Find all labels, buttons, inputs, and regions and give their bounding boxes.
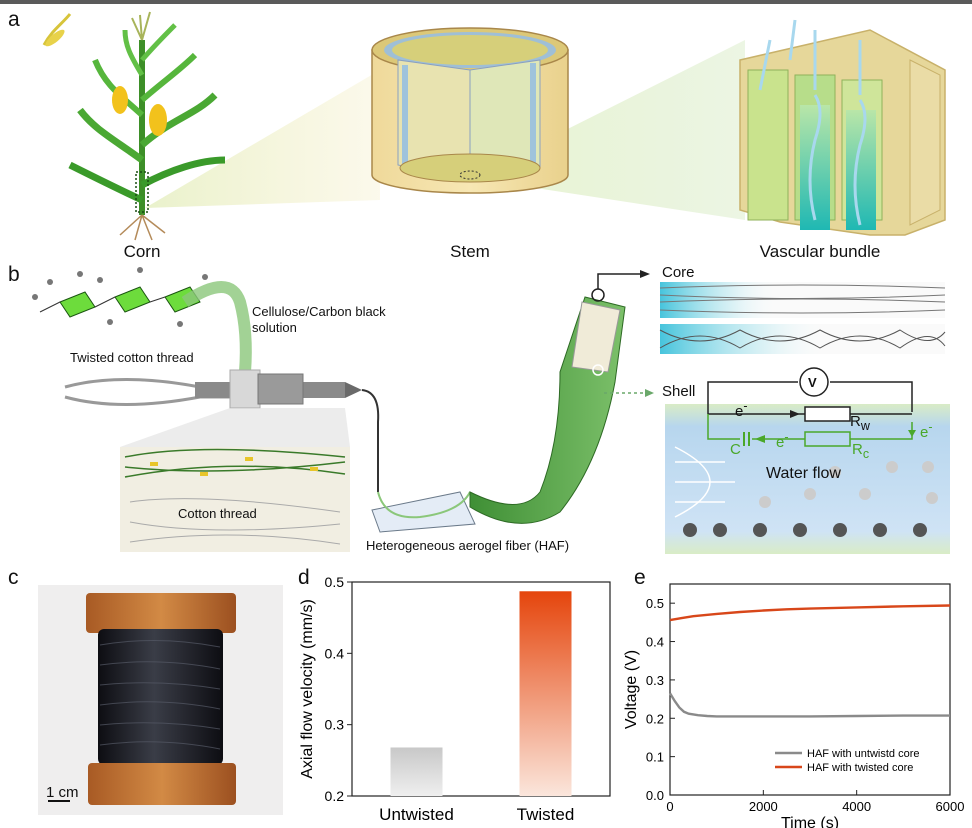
panel-a-illustration: [42, 11, 946, 241]
label-rc: Rc: [852, 441, 870, 461]
label-electron-top: e-: [735, 399, 748, 420]
label-electron-green: e-: [776, 430, 789, 451]
core-twisted-thread: [659, 324, 946, 354]
caption-corn: Corn: [123, 242, 161, 261]
scale-bar-label: 1 cm: [46, 784, 79, 801]
caption-vascular-bundle: Vascular bundle: [759, 242, 881, 261]
figure-top-bar: [0, 0, 972, 4]
y-tick-label: 0.2: [646, 711, 664, 726]
x-tick-label: 0: [666, 799, 673, 814]
voltmeter-symbol: V: [808, 375, 817, 390]
x-category-label: Twisted: [517, 805, 575, 824]
vascular-bundle-icon: [739, 19, 946, 236]
water-bath-tray: [371, 491, 476, 533]
solution-stream: [181, 281, 252, 373]
label-water-flow: Water flow: [766, 465, 841, 482]
y-tick-label: 0.5: [646, 596, 664, 611]
y-axis-label: Axial flow velocity (mm/s): [299, 599, 316, 779]
shell-circuit-diagram: [665, 367, 950, 554]
panel-b-label: b: [8, 263, 20, 286]
y-tick-label: 0.3: [325, 717, 345, 733]
label-rw: Rw: [850, 413, 870, 433]
y-tick-label: 0.4: [646, 635, 664, 650]
chart-d-frame: [351, 581, 611, 797]
label-capacitor: C: [730, 441, 741, 458]
core-untwisted-thread: [659, 282, 946, 318]
panel-a-label: a: [8, 8, 20, 31]
label-electron-right: e-: [920, 420, 933, 441]
y-tick-label: 0.3: [646, 673, 664, 688]
y-tick-label: 0.2: [325, 788, 345, 804]
caption-stem: Stem: [450, 242, 490, 261]
spool-bottom-flange: [88, 763, 236, 805]
label-twisted-cotton-thread: Twisted cotton thread: [70, 350, 194, 365]
bar-untwisted: [390, 747, 443, 796]
bar-twisted: [519, 591, 572, 796]
spool-top-flange: [86, 593, 236, 633]
coating-nozzle-icon: [195, 369, 380, 492]
series-line-1: [669, 604, 951, 622]
label-core: Core: [662, 264, 695, 281]
label-cotton-thread: Cotton thread: [178, 506, 257, 521]
y-tick-label: 0.5: [325, 574, 345, 590]
legend-label-1: HAF with twisted core: [807, 762, 913, 774]
y-tick-label: 0.1: [646, 750, 664, 765]
x-tick-label: 6000: [936, 799, 965, 814]
spool-wound-fiber: [98, 629, 223, 765]
series-line-0: [668, 692, 950, 718]
x-axis-label: Time (s): [781, 815, 839, 828]
x-category-label: Untwisted: [379, 805, 454, 824]
y-tick-label: 0.0: [646, 788, 664, 803]
corn-plant-icon: [42, 11, 226, 241]
stem-cylinder-icon: [371, 27, 569, 194]
cotton-cross-section: [120, 408, 350, 552]
label-cellulose-solution: Cellulose/Carbon black solution: [252, 304, 386, 335]
x-tick-label: 4000: [842, 799, 871, 814]
panel-e-label: e: [634, 566, 646, 589]
haf-fiber-icon: [469, 270, 654, 524]
spool-photo: [38, 585, 283, 815]
zoom-beam-corn: [145, 70, 380, 208]
y-axis-label: Voltage (V): [623, 650, 640, 729]
label-shell: Shell: [662, 383, 696, 400]
y-tick-label: 0.4: [325, 645, 345, 661]
panel-b-illustration: [32, 267, 950, 554]
cellulose-molecule-icon: [32, 267, 208, 327]
x-tick-label: 2000: [749, 799, 778, 814]
twisted-thread-icon: [64, 378, 240, 406]
panel-c-label: c: [8, 566, 19, 589]
panel-d-label: d: [298, 566, 310, 589]
legend-label-0: HAF with untwistd core: [807, 748, 919, 760]
label-haf: Heterogeneous aerogel fiber (HAF): [366, 538, 570, 553]
chart-e-frame: [669, 583, 951, 796]
